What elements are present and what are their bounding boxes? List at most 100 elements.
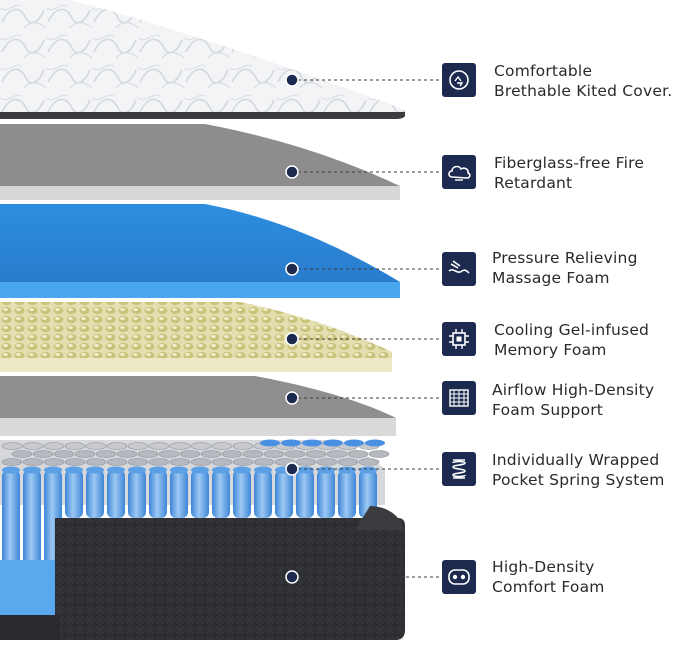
- spring-top: [22, 442, 44, 450]
- spring-top: [242, 450, 264, 458]
- spring-pocket: [296, 470, 314, 518]
- spring-pocket: [338, 470, 356, 518]
- marker-dot-base: [285, 570, 299, 584]
- foam-block-icon: [442, 560, 476, 594]
- spring-top: [1, 458, 23, 466]
- spring-pocket-top: [86, 466, 104, 474]
- spring-top: [221, 450, 243, 458]
- spring-pocket: [254, 470, 272, 518]
- spring-top: [200, 450, 222, 458]
- spring-top: [263, 450, 285, 458]
- spring-top-blue: [344, 439, 364, 447]
- layer-gel-foam: [0, 302, 392, 372]
- spring-top-blue: [302, 439, 322, 447]
- mesh-icon: [442, 381, 476, 415]
- spring-top: [232, 458, 254, 466]
- spring-top: [85, 458, 107, 466]
- cloud-shield-icon: [442, 155, 476, 189]
- spring-pocket: [191, 470, 209, 518]
- label-fire-retardant: Fiberglass-free Fire Retardant: [494, 154, 645, 192]
- layer-fire-retardant: [0, 124, 400, 200]
- spring-pocket: [128, 470, 146, 518]
- spring-top: [11, 450, 33, 458]
- spring-top: [169, 442, 191, 450]
- spring-pocket: [359, 470, 377, 518]
- spring-top-blue: [323, 439, 343, 447]
- connector-lines: [285, 73, 440, 584]
- spring-top: [305, 450, 327, 458]
- spring-pocket-top: [212, 466, 230, 474]
- chip-icon: [442, 322, 476, 356]
- spring-pocket: [23, 470, 41, 575]
- label-cover: Comfortable Brethable Kited Cover.: [494, 62, 673, 100]
- spring-pocket: [317, 470, 335, 518]
- spring-top: [85, 442, 107, 450]
- spring-top: [106, 458, 128, 466]
- spring-top: [179, 450, 201, 458]
- spring-top: [316, 458, 338, 466]
- spring-top: [347, 450, 369, 458]
- spring-top-blue: [365, 439, 385, 447]
- spring-top-blue: [281, 439, 301, 447]
- spring-top: [190, 442, 212, 450]
- spring-pocket-top: [254, 466, 272, 474]
- spring-top-blue: [260, 439, 280, 447]
- layer-airflow-foam: [0, 376, 396, 436]
- spring-top: [32, 450, 54, 458]
- spring-top: [158, 450, 180, 458]
- marker-dot-airflow: [285, 391, 299, 405]
- marker-dot-cover: [285, 73, 299, 87]
- spring-top: [148, 458, 170, 466]
- marker-dot-pressure: [285, 262, 299, 276]
- spring-pocket-top: [191, 466, 209, 474]
- spring-pocket: [212, 470, 230, 518]
- spring-top: [106, 442, 128, 450]
- spring-top: [43, 458, 65, 466]
- spring-top: [190, 458, 212, 466]
- layer-base-foam: [0, 506, 405, 640]
- layer-cover: [0, 0, 405, 119]
- spring-pocket: [65, 470, 83, 518]
- marker-dot-gel: [285, 332, 299, 346]
- spring-pocket-top: [65, 466, 83, 474]
- spring-pocket-top: [338, 466, 356, 474]
- spring-top: [295, 458, 317, 466]
- layer-pressure-foam: [0, 204, 400, 298]
- recycle-cover-icon: [442, 63, 476, 97]
- spring-pocket-top: [317, 466, 335, 474]
- spring-top: [211, 442, 233, 450]
- spring-pocket-top: [149, 466, 167, 474]
- spring-pocket: [170, 470, 188, 518]
- spring-pocket-top: [359, 466, 377, 474]
- spring-pocket: [2, 470, 20, 575]
- spring-pocket: [107, 470, 125, 518]
- label-pressure-foam: Pressure Relieving Massage Foam: [492, 249, 638, 287]
- spring-pocket-top: [44, 466, 62, 474]
- spring-top: [326, 450, 348, 458]
- spring-top: [95, 450, 117, 458]
- spring-pocket-top: [233, 466, 251, 474]
- spring-top: [64, 458, 86, 466]
- label-pocket-springs: Individually Wrapped Pocket Spring Syste…: [492, 451, 665, 489]
- spring-pocket: [275, 470, 293, 518]
- spring-top: [22, 458, 44, 466]
- label-base-foam: High-Density Comfort Foam: [492, 558, 605, 596]
- spring-top: [1, 442, 23, 450]
- spring-top: [169, 458, 191, 466]
- spring-pocket-top: [296, 466, 314, 474]
- spring-top: [43, 442, 65, 450]
- label-gel-foam: Cooling Gel-infused Memory Foam: [494, 321, 650, 359]
- spring-top: [253, 458, 275, 466]
- spring-top: [284, 450, 306, 458]
- spring-pocket-top: [107, 466, 125, 474]
- spring-top: [116, 450, 138, 458]
- spring-top: [74, 450, 96, 458]
- spring-pocket-top: [2, 466, 20, 474]
- spring-top: [53, 450, 75, 458]
- spring-pocket-top: [170, 466, 188, 474]
- spring-pocket: [233, 470, 251, 518]
- spring-top: [368, 450, 390, 458]
- spring-pocket-top: [23, 466, 41, 474]
